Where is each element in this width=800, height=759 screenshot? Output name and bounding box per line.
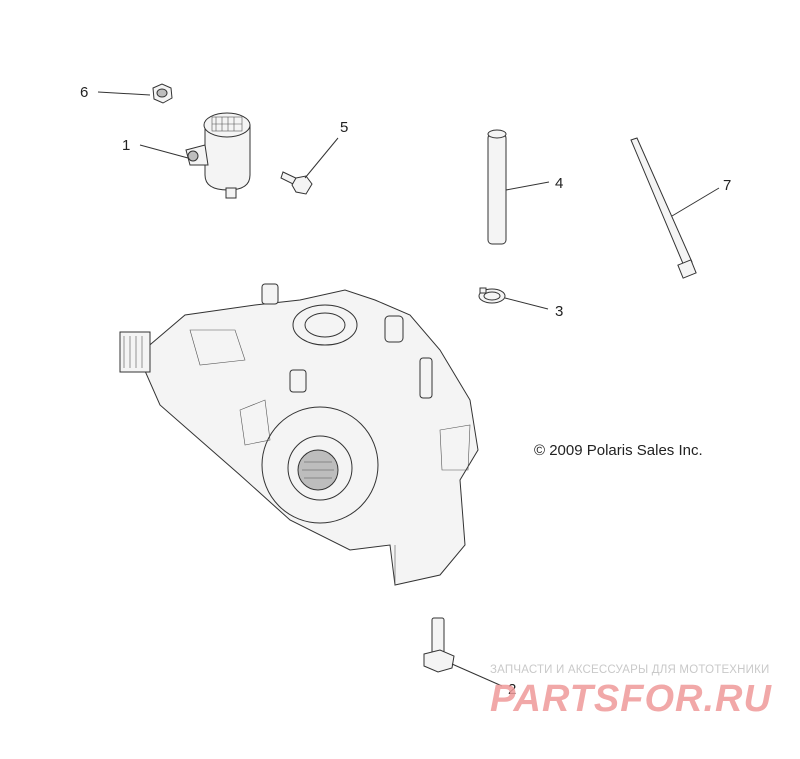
gearbox-housing [119, 283, 479, 586]
part-3-clamp [478, 287, 506, 304]
leader-line-7 [671, 187, 720, 217]
callout-3: 3 [555, 303, 563, 320]
part-1-reservoir [185, 112, 251, 199]
leader-line-3 [504, 297, 549, 310]
leader-line-1 [139, 144, 189, 159]
callout-4: 4 [555, 175, 563, 192]
part-6-nut [152, 83, 173, 104]
leader-line-4 [505, 181, 550, 191]
callout-7: 7 [723, 177, 731, 194]
leader-line-2 [451, 663, 503, 687]
callout-6: 6 [80, 84, 88, 101]
part-2-bolt [423, 617, 455, 673]
part-7-long-bolt [630, 137, 697, 279]
watermark-subtitle: ЗАПЧАСТИ И АКСЕССУАРЫ ДЛЯ МОТОТЕХНИКИ [490, 664, 770, 676]
part-4-tube [487, 129, 507, 245]
leader-line-6 [97, 91, 151, 96]
callout-5: 5 [340, 119, 348, 136]
callout-1: 1 [122, 137, 130, 154]
leader-line-5 [304, 137, 339, 179]
watermark-logo: PARTSFOR.RU [490, 678, 772, 720]
part-5-screw [280, 171, 313, 195]
callout-2: 2 [508, 681, 516, 698]
copyright-notice: © 2009 Polaris Sales Inc. [534, 442, 703, 459]
